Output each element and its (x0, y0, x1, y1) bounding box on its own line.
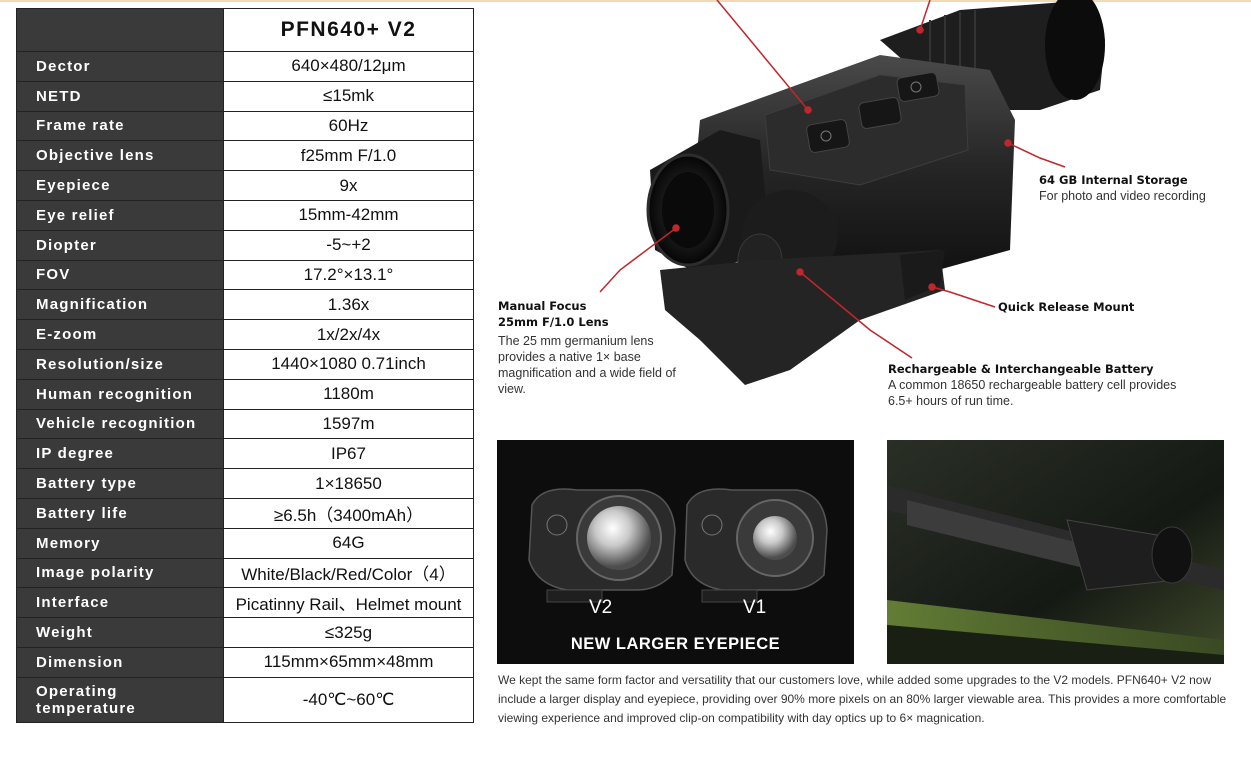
spec-label: Dimension (16, 646, 224, 678)
callout-mount: Quick Release Mount (998, 299, 1178, 315)
spec-row: Weight≤325g (16, 617, 474, 648)
spec-label-line-1: Operating (36, 682, 118, 700)
spec-label: Frame rate (16, 110, 224, 142)
callout-focus-title-2: 25mm F/1.0 Lens (498, 315, 609, 329)
spec-value: Picatinny Rail、Helmet mount (223, 587, 474, 619)
spec-value: 1x/2x/4x (223, 319, 474, 350)
callout-focus-title-1: Manual Focus (498, 299, 587, 313)
spec-value: 1440×1080 0.71inch (223, 348, 474, 380)
spec-value: 60Hz (223, 110, 474, 142)
spec-label: Battery type (16, 468, 224, 499)
spec-label: Weight (16, 617, 224, 648)
spec-value: IP67 (223, 438, 474, 470)
callout-storage: 64 GB Internal Storage For photo and vid… (1039, 172, 1239, 204)
rifle-scope-image (887, 440, 1224, 664)
spec-label: Objective lens (16, 140, 224, 172)
spec-value: White/Black/Red/Color（4） (223, 557, 474, 589)
spec-label: Vehicle recognition (16, 408, 224, 440)
product-description: We kept the same form factor and versati… (498, 673, 1227, 725)
spec-label: IP degree (16, 438, 224, 470)
spec-label: Memory (16, 527, 224, 559)
callout-battery-text: A common 18650 rechargeable battery cell… (888, 378, 1177, 408)
spec-value: -5~+2 (223, 229, 474, 261)
spec-label: Human recognition (16, 378, 224, 410)
spec-value: 1180m (223, 378, 474, 410)
spec-label: Eye relief (16, 199, 224, 231)
thermal-monocular-image (646, 0, 1105, 385)
spec-label: Magnification (16, 289, 224, 321)
callout-battery-title: Rechargeable & Interchangeable Battery (888, 362, 1154, 376)
rifle-scope-photo (887, 440, 1224, 664)
spec-label: Interface (16, 587, 224, 619)
label-v2: V2 (589, 597, 613, 618)
spec-header-row: PFN640+ V2 (16, 8, 474, 52)
spec-header-blank (16, 8, 224, 52)
spec-value: 115mm×65mm×48mm (223, 646, 474, 678)
label-v1: V1 (743, 597, 767, 618)
callout-storage-title: 64 GB Internal Storage (1039, 173, 1188, 187)
spec-label: FOV (16, 259, 224, 291)
spec-value: 17.2°×13.1° (223, 259, 474, 291)
spec-label: Resolution/size (16, 348, 224, 380)
spec-label: Eyepiece (16, 170, 224, 201)
spec-row: NETD≤15mk (16, 80, 474, 112)
top-accent-line (0, 0, 1251, 2)
spec-model-title: PFN640+ V2 (223, 8, 474, 52)
spec-value: ≤15mk (223, 80, 474, 112)
spec-label: E-zoom (16, 319, 224, 350)
callout-focus-text: The 25 mm germanium lens provides a nati… (498, 334, 676, 396)
spec-label: NETD (16, 80, 224, 112)
spec-row: Battery life≥6.5h（3400mAh） (16, 497, 474, 529)
spec-label: Battery life (16, 497, 224, 529)
spec-value: 640×480/12μm (223, 51, 474, 82)
spec-value: 15mm-42mm (223, 199, 474, 231)
spec-value: ≥6.5h（3400mAh） (223, 497, 474, 529)
callout-focus: Manual Focus 25mm F/1.0 Lens The 25 mm g… (498, 298, 678, 397)
callout-battery: Rechargeable & Interchangeable Battery A… (888, 361, 1178, 409)
callout-mount-title: Quick Release Mount (998, 300, 1135, 314)
eyepiece-comparison-image (528, 488, 828, 603)
eyepiece-comparison-panel: V2 V1 NEW LARGER EYEPIECE (497, 440, 854, 664)
spec-label-line-2: temperature (36, 699, 136, 717)
spec-value: 1×18650 (223, 468, 474, 499)
spec-value: ≤325g (223, 617, 474, 648)
spec-row: Diopter-5~+2 (16, 229, 474, 261)
spec-value: 1597m (223, 408, 474, 440)
spec-label: Dector (16, 51, 224, 82)
spec-label: Diopter (16, 229, 224, 261)
spec-value: 1.36x (223, 289, 474, 321)
eyepiece-caption: NEW LARGER EYEPIECE (570, 635, 781, 653)
spec-value: 64G (223, 527, 474, 559)
spec-value: f25mm F/1.0 (223, 140, 474, 172)
spec-value-operating-temperature: -40℃~60℃ (223, 676, 474, 723)
spec-label: Image polarity (16, 557, 224, 589)
callout-storage-text: For photo and video recording (1039, 189, 1206, 203)
spec-value: 9x (223, 170, 474, 201)
